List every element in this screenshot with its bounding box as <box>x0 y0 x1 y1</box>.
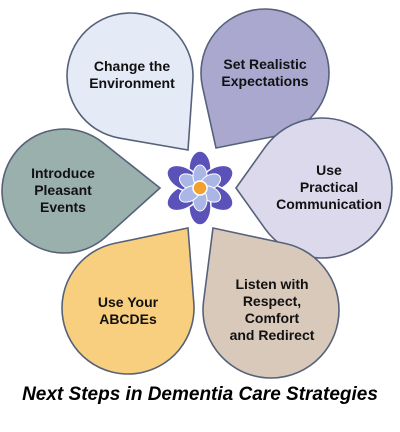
petal-listen-with-respect <box>202 227 340 379</box>
forget-me-not-flower-icon <box>166 150 234 226</box>
petal-introduce-pleasant-events <box>1 128 162 254</box>
petal-use-your-abcdes <box>61 227 195 375</box>
flower-center <box>192 180 208 196</box>
petal-change-environment <box>66 12 194 151</box>
petal-set-realistic-expectations <box>200 8 330 149</box>
diagram-caption: Next Steps in Dementia Care Strategies <box>22 384 378 405</box>
